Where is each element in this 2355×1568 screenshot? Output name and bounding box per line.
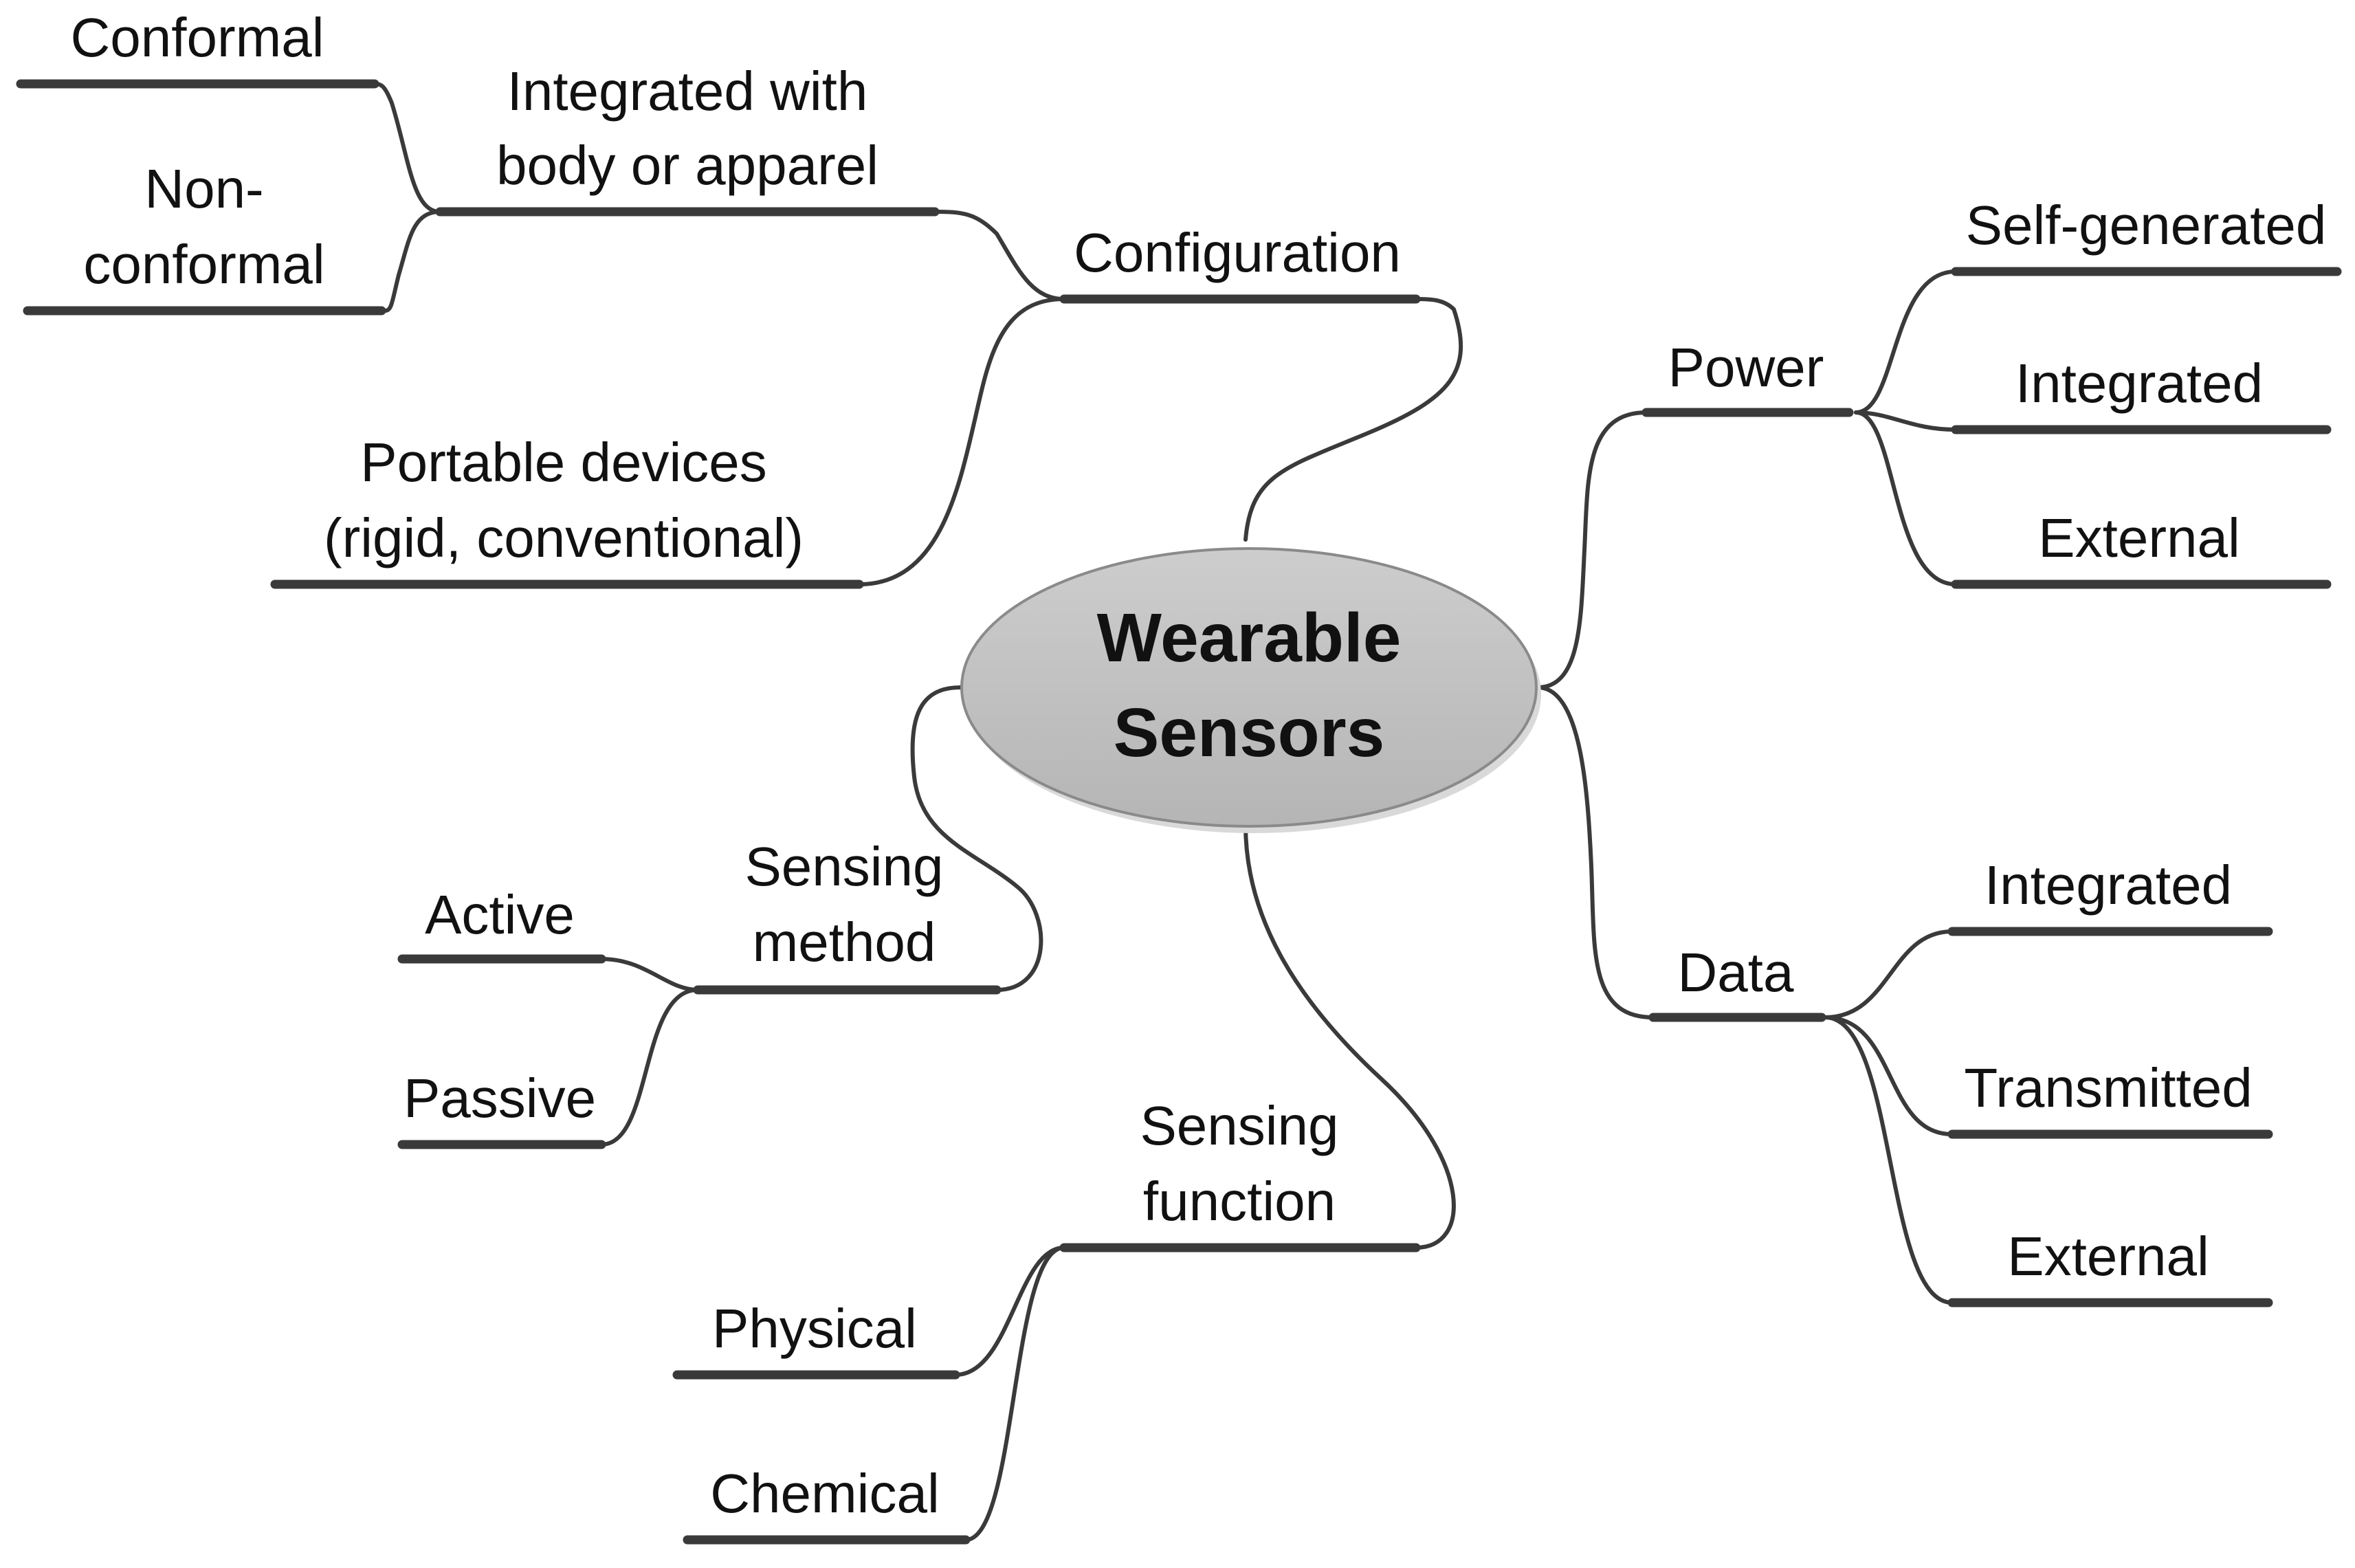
connector-sensing-function-physical [953,1246,1066,1377]
node-sensing-method-line1[interactable]: Sensing [744,836,943,897]
node-nonconformal-line2[interactable]: conformal [83,234,324,295]
connector-configuration-portable [857,297,1066,586]
root-label-line2: Sensors [1114,694,1385,771]
root-ellipse [960,547,1538,828]
connectors [373,82,1958,1542]
connector-root-configuration [1243,297,1463,542]
node-passive[interactable]: Passive [403,1068,596,1129]
node-sensing-function-line1[interactable]: Sensing [1140,1095,1338,1156]
node-physical[interactable]: Physical [712,1298,917,1359]
connector-root-sensing-method [910,685,1043,992]
node-portable-line1[interactable]: Portable devices [360,432,766,493]
connector-integrated-nonconformal [383,210,442,313]
node-conformal[interactable]: Conformal [70,7,324,68]
node-power[interactable]: Power [1668,337,1824,398]
connector-integrated-conformal [373,82,442,214]
node-active[interactable]: Active [425,884,575,945]
connector-data-transmitted [1823,1015,1954,1136]
node-data-external[interactable]: External [2007,1226,2209,1287]
node-data-integrated[interactable]: Integrated [1984,854,2232,916]
connector-sensing-function-chemical [964,1246,1066,1542]
connector-root-sensing-function [1243,823,1456,1250]
root-node[interactable]: Wearable Sensors [960,547,1541,833]
connector-power-selfgen [1854,269,1958,415]
node-data-transmitted[interactable]: Transmitted [1964,1057,2252,1118]
node-configuration[interactable]: Configuration [1074,222,1401,283]
node-power-selfgen[interactable]: Self-generated [1966,195,2327,256]
connector-data-integrated [1823,929,1954,1019]
node-portable-line2[interactable]: (rigid, conventional) [324,507,804,568]
connector-root-data [1536,685,1655,1019]
connector-data-external [1823,1015,1954,1305]
connector-power-external [1854,410,1958,586]
node-data[interactable]: Data [1678,942,1794,1003]
underlines [16,79,2342,1545]
node-power-external[interactable]: External [2038,507,2240,568]
node-integrated-with-body-line2[interactable]: body or apparel [496,135,878,196]
node-power-integrated[interactable]: Integrated [2015,353,2263,414]
node-sensing-function-line2[interactable]: function [1143,1171,1336,1232]
connector-sensing-method-passive [599,988,700,1147]
connector-root-power [1536,410,1648,689]
connector-sensing-method-active [599,957,700,992]
node-integrated-with-body-line1[interactable]: Integrated with [507,60,868,122]
node-chemical[interactable]: Chemical [710,1463,939,1524]
connector-configuration-integrated [933,210,1066,301]
connector-power-integrated [1854,410,1958,432]
node-nonconformal-line1[interactable]: Non- [144,158,263,219]
node-sensing-method-line2[interactable]: method [753,912,936,973]
labels: Configuration Integrated with body or ap… [70,7,2326,1524]
root-label-line1: Wearable [1097,599,1402,676]
